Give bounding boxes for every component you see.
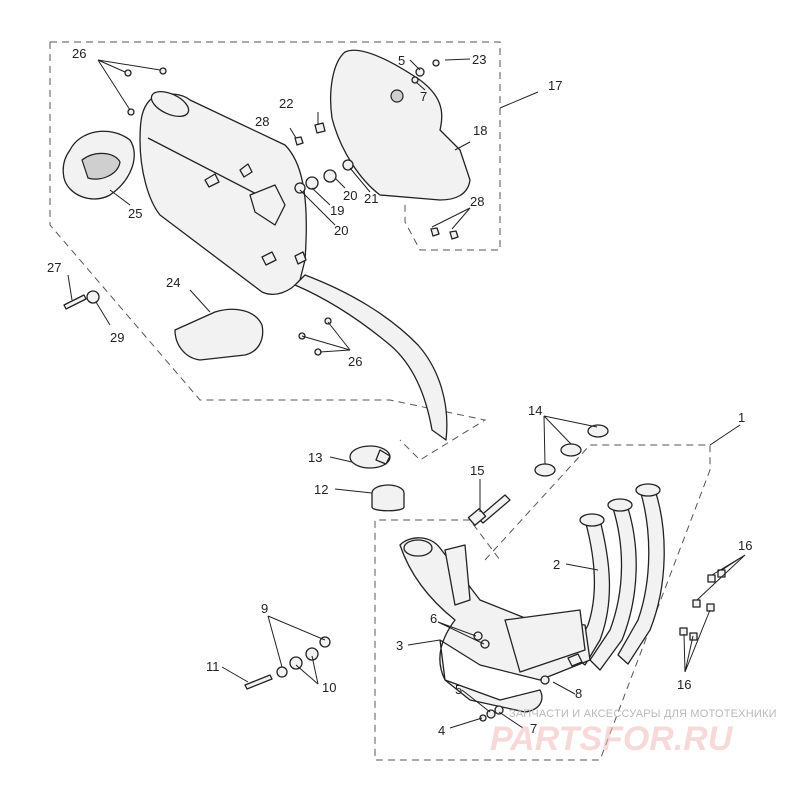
callout-28-upper: 28 bbox=[255, 114, 269, 129]
callout-22: 22 bbox=[279, 96, 293, 111]
callout-12: 12 bbox=[314, 482, 328, 497]
callout-1: 1 bbox=[738, 410, 745, 425]
link-pipe bbox=[294, 274, 448, 441]
clamp bbox=[349, 445, 391, 469]
heat-shield bbox=[329, 49, 471, 201]
callout-14: 14 bbox=[528, 403, 542, 418]
callout-2: 2 bbox=[553, 557, 560, 572]
collector-box bbox=[399, 537, 591, 713]
callout-19: 19 bbox=[330, 203, 344, 218]
silencer bbox=[139, 90, 307, 295]
callout-4: 4 bbox=[438, 723, 445, 738]
watermark-subtitle: ЗАПЧАСТИ И АКСЕССУАРЫ ДЛЯ МОТОТЕХНИКИ bbox=[509, 708, 777, 720]
callout-25: 25 bbox=[128, 206, 142, 221]
callout-9: 9 bbox=[261, 601, 268, 616]
callout-labels: 1 2 3 4 5 5 6 7 7 8 9 10 11 12 13 14 15 … bbox=[47, 46, 752, 738]
watermark: ЗАПЧАСТИ И АКСЕССУАРЫ ДЛЯ МОТОТЕХНИКИ PA… bbox=[490, 708, 777, 758]
callout-5-upper: 5 bbox=[398, 53, 405, 68]
callout-17: 17 bbox=[548, 78, 562, 93]
o2-sensor bbox=[467, 494, 511, 526]
callout-16-upper: 16 bbox=[738, 538, 752, 553]
callout-21: 21 bbox=[364, 191, 378, 206]
watermark-brand: PARTSFOR.RU bbox=[490, 720, 734, 758]
silencer-group-outline bbox=[49, 41, 501, 461]
callout-29: 29 bbox=[110, 330, 124, 345]
gaskets-14 bbox=[534, 424, 609, 477]
callout-23: 23 bbox=[472, 52, 486, 67]
callout-20-lower: 20 bbox=[334, 223, 348, 238]
callout-7-upper: 7 bbox=[420, 89, 427, 104]
callout-16-lower: 16 bbox=[677, 677, 691, 692]
headpipe-group-outline bbox=[374, 444, 711, 761]
end-cap bbox=[62, 130, 135, 200]
callout-11: 11 bbox=[206, 659, 220, 674]
callout-13: 13 bbox=[308, 450, 322, 465]
callout-28-lower: 28 bbox=[470, 194, 484, 209]
callout-5-lower: 5 bbox=[455, 682, 462, 697]
gasket-sleeve bbox=[371, 484, 405, 512]
callout-7-lower: 7 bbox=[530, 721, 537, 736]
callout-24: 24 bbox=[166, 275, 180, 290]
callout-6: 6 bbox=[430, 611, 437, 626]
lower-guard bbox=[174, 308, 264, 361]
callout-26-lower: 26 bbox=[348, 354, 362, 369]
callout-8: 8 bbox=[575, 686, 582, 701]
callout-20-upper: 20 bbox=[343, 188, 357, 203]
callout-18: 18 bbox=[473, 123, 487, 138]
callout-15: 15 bbox=[470, 463, 484, 478]
head-pipes bbox=[571, 483, 665, 671]
callout-27: 27 bbox=[47, 260, 61, 275]
callout-26-upper: 26 bbox=[72, 46, 86, 61]
callout-10: 10 bbox=[322, 680, 336, 695]
leader-lines bbox=[67, 58, 746, 729]
callout-3: 3 bbox=[396, 638, 403, 653]
